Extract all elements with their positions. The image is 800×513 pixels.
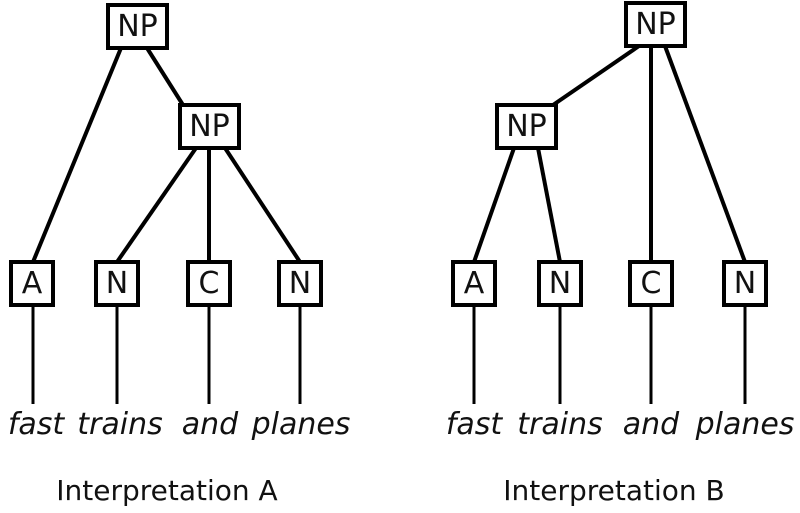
node-label-pos-c: C <box>199 266 220 301</box>
node-label-pos-c: C <box>641 266 662 301</box>
node-box-pos-c <box>628 260 674 307</box>
terminal-word-and: and <box>182 407 239 442</box>
node-label-pos-a: A <box>22 266 43 301</box>
tree-edge-np-root-to-pos-n2 <box>663 45 747 263</box>
terminal-word-fast: fast <box>8 407 66 442</box>
node-box-np-sub <box>178 103 241 150</box>
terminal-word-trains: trains <box>77 407 162 442</box>
node-label-pos-n1: N <box>549 266 571 301</box>
tree-edge-np-root-to-np-sub <box>551 44 641 107</box>
tree-edge-np-sub-to-pos-n1 <box>115 146 198 264</box>
tree-edge-np-sub-to-pos-n2 <box>223 146 302 264</box>
node-box-pos-c <box>186 260 232 307</box>
node-box-pos-n1 <box>537 260 583 307</box>
node-box-np-root <box>106 3 169 50</box>
caption-interpretation-b: Interpretation B <box>503 474 725 507</box>
node-label-pos-n1: N <box>106 266 128 301</box>
tree-edge-np-sub-to-pos-n1 <box>536 147 562 263</box>
terminal-word-fast: fast <box>446 407 504 442</box>
node-box-pos-n2 <box>722 260 768 307</box>
node-box-pos-a <box>451 260 497 307</box>
node-label-np-sub: NP <box>189 109 230 144</box>
tree-edge-np-sub-to-pos-a <box>472 147 516 263</box>
node-box-pos-a <box>9 260 55 307</box>
node-label-np-sub: NP <box>506 109 547 144</box>
node-box-pos-n1 <box>94 260 140 307</box>
node-box-np-root <box>624 1 687 48</box>
terminal-word-planes: planes <box>251 407 351 442</box>
tree-edge-np-root-to-pos-a <box>31 47 123 263</box>
terminal-word-and: and <box>623 407 680 442</box>
terminal-word-trains: trains <box>517 407 602 442</box>
node-label-np-root: NP <box>635 7 676 42</box>
node-label-pos-n2: N <box>734 266 756 301</box>
node-box-np-sub <box>495 103 558 150</box>
caption-interpretation-a: Interpretation A <box>56 474 277 507</box>
node-label-np-root: NP <box>117 9 158 44</box>
tree-edge-np-root-to-np-sub <box>145 46 185 107</box>
node-box-pos-n2 <box>277 260 323 307</box>
node-label-pos-n2: N <box>289 266 311 301</box>
terminal-word-planes: planes <box>695 407 795 442</box>
node-label-pos-a: A <box>464 266 485 301</box>
